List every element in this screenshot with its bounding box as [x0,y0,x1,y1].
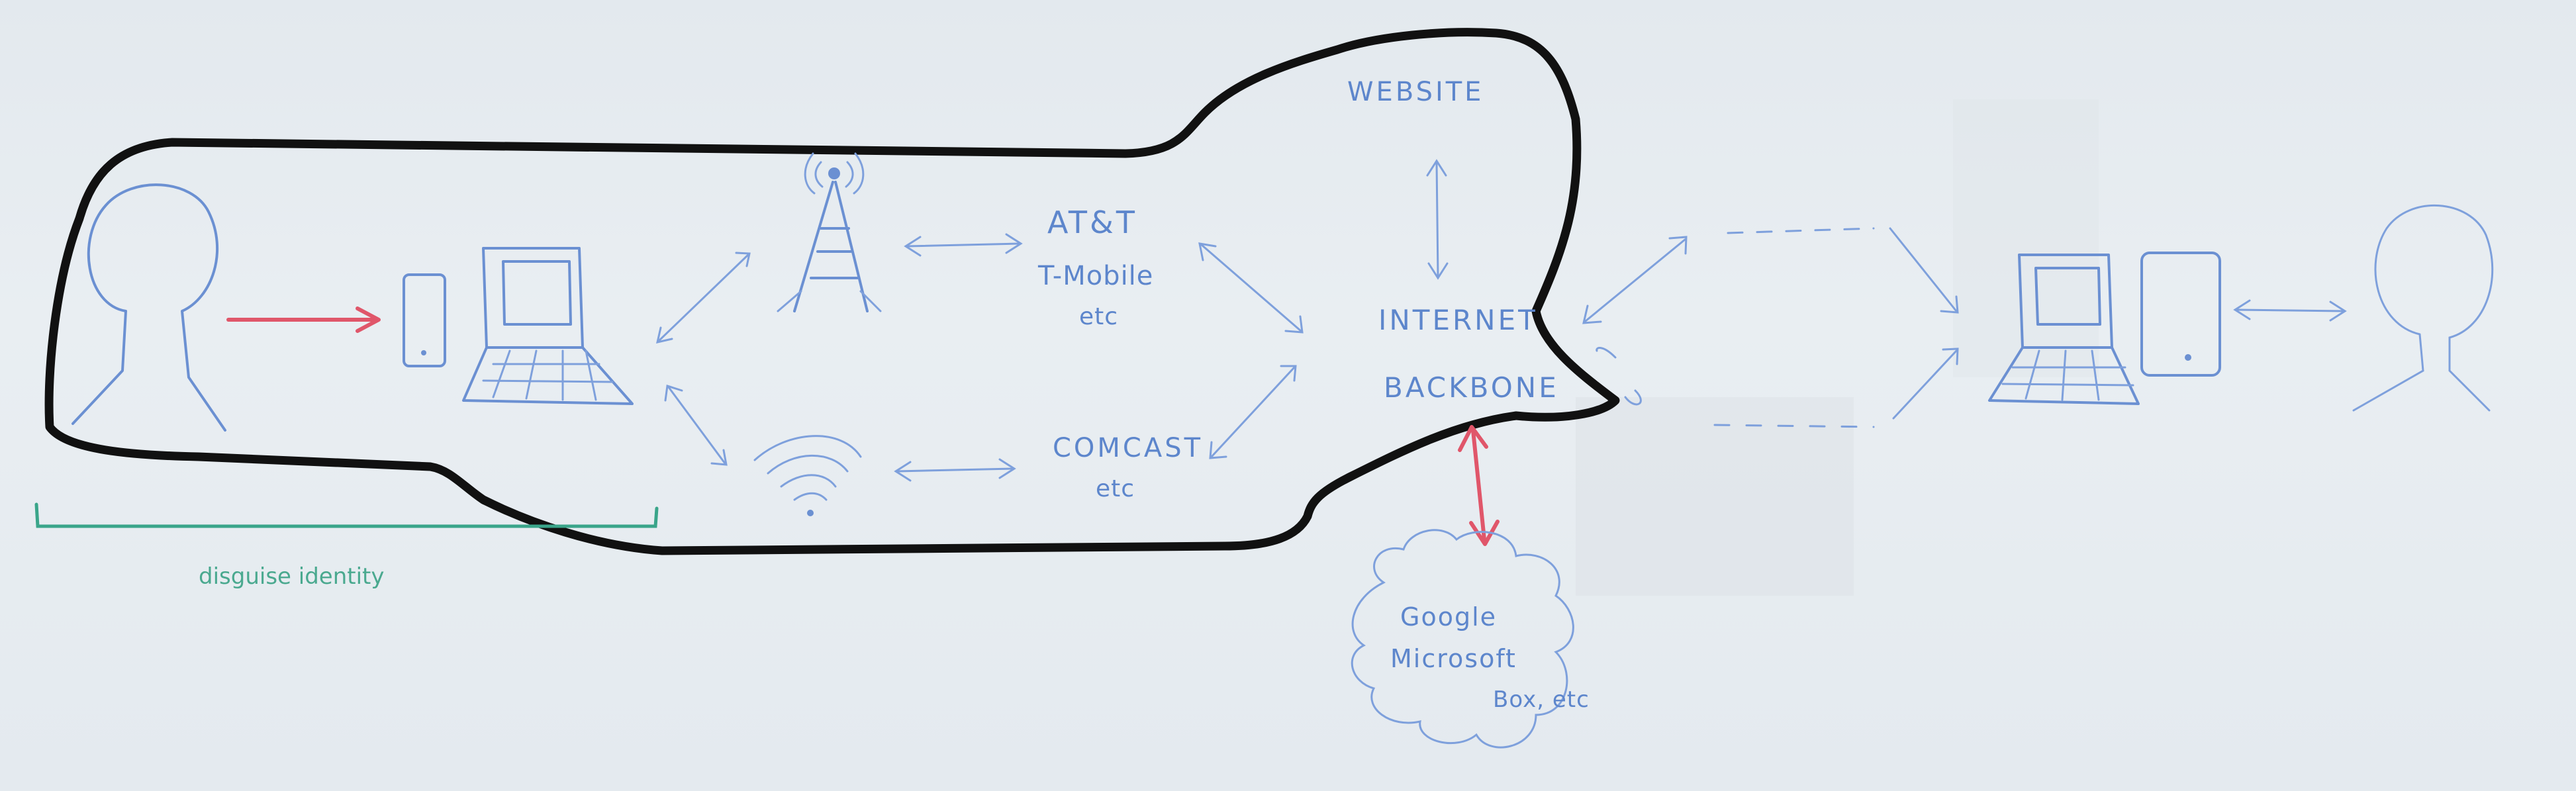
att-label: AT&T [1047,205,1137,240]
double-arrow [894,458,1016,482]
backbone-label: BACKBONE [1384,371,1559,404]
bracket [1596,347,1617,359]
arrow [1624,389,1642,406]
double-arrow [664,385,728,466]
laptop-icon [1988,254,2140,405]
board-reflection [1576,397,1854,596]
dashed-path [1727,227,1875,234]
person-icon [2352,204,2494,412]
red-double-arrow [1458,425,1500,546]
cell-tower-icon [777,152,882,312]
double-arrow [904,233,1023,257]
red-arrow [226,306,381,333]
website-label: WEBSITE [1347,77,1484,107]
double-arrow [656,252,751,344]
internet-label: INTERNET [1378,304,1538,336]
microsoft-label: Microsoft [1390,644,1517,673]
cloud-icon [1351,529,1574,749]
double-arrow [1892,348,1959,420]
person-icon [72,183,226,432]
wifi-icon [753,435,862,516]
laptop-icon [462,247,634,405]
double-arrow [1198,242,1304,334]
etc-label: etc [1079,303,1118,330]
box-etc-label: Box, etc [1493,686,1590,713]
double-arrow [1426,159,1449,280]
arrow [1889,227,1959,314]
green-bracket [34,502,659,528]
double-arrow [1209,365,1297,459]
phone-icon [403,273,446,367]
double-arrow [1582,236,1688,324]
enclosure-outline [44,28,1620,555]
google-label: Google [1400,602,1497,631]
board-reflection [1953,99,2099,377]
phone-icon [2140,252,2221,377]
disguise-identity-label: disguise identity [199,563,384,590]
etc-label: etc [1096,475,1135,502]
dashed-path [1713,424,1875,428]
tmobile-label: T-Mobile [1037,261,1153,291]
comcast-label: COMCAST [1053,433,1203,463]
double-arrow [2233,299,2347,322]
